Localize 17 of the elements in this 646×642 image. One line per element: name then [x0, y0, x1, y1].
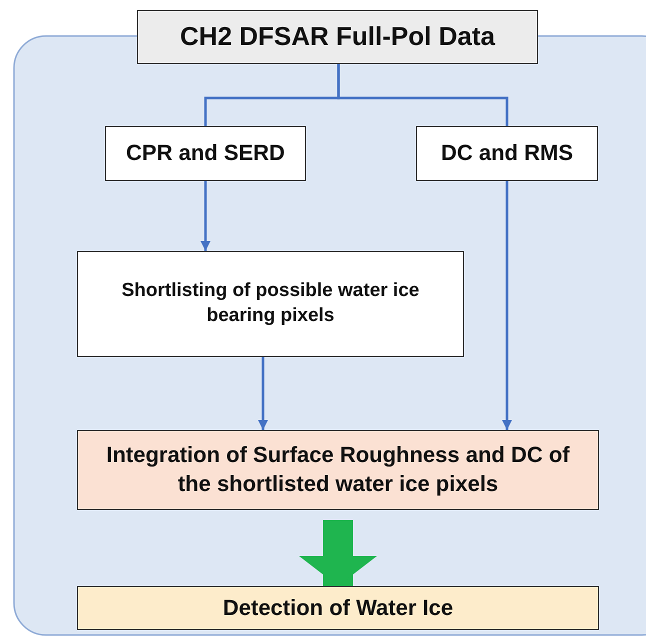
block-arrow [299, 520, 377, 586]
node-label: CH2 DFSAR Full-Pol Data [180, 20, 495, 54]
process-box [77, 430, 599, 510]
data-box [137, 10, 538, 64]
node-label: DC and RMS [441, 139, 573, 168]
node-label: Integration of Surface Roughness and DC of the shortlisted water ice pixels [105, 441, 571, 498]
arrow [258, 357, 268, 430]
node-label: Detection of Water Ice [222, 594, 454, 622]
node-label: Shortlisting of possible water ice bearing pixels [120, 279, 420, 328]
connector-line [337, 64, 508, 126]
node-label: CPR and SERD [126, 139, 285, 168]
arrow [502, 181, 512, 430]
result-box [77, 586, 599, 630]
process-box [77, 251, 464, 357]
process-box [105, 126, 306, 181]
process-box [416, 126, 598, 181]
arrow [200, 181, 210, 251]
